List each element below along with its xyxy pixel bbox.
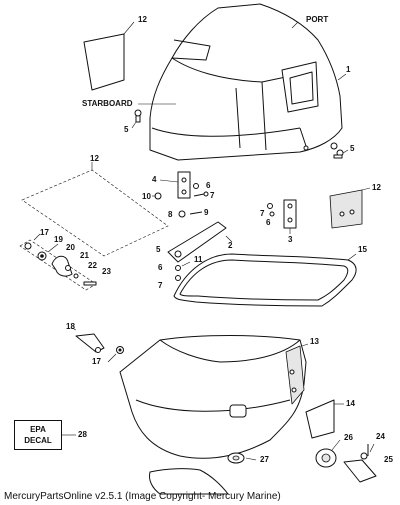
- callout-5-right: 5: [350, 144, 355, 153]
- callout-17-lower: 17: [92, 357, 101, 366]
- callout-26: 26: [344, 433, 353, 442]
- port-label: PORT: [306, 15, 329, 24]
- callout-7-a: 7: [210, 191, 215, 200]
- callout-5-lower: 5: [156, 245, 161, 254]
- bracket-3: [283, 199, 297, 229]
- linkage-parts-left: [19, 239, 97, 291]
- callout-21: 21: [80, 251, 89, 260]
- decal-12-top: [83, 33, 125, 91]
- callout-27: 27: [260, 455, 269, 464]
- callout-6-c: 6: [158, 263, 163, 272]
- callout-19: 19: [54, 235, 63, 244]
- bracket-4: [177, 171, 191, 199]
- callout-20: 20: [66, 243, 75, 252]
- callout-28: 28: [78, 430, 87, 439]
- callout-13: 13: [310, 337, 319, 346]
- gasket-bottom: [149, 468, 229, 495]
- callout-18: 18: [66, 322, 75, 331]
- callout-1: 1: [346, 65, 351, 74]
- callout-12-mid: 12: [90, 154, 99, 163]
- top-cowl: [149, 3, 343, 161]
- fuel-fitting-25: [343, 444, 377, 483]
- callout-12-top: 12: [138, 15, 147, 24]
- part-17-lower: [116, 346, 124, 354]
- decal-12-dashed: [21, 169, 169, 257]
- callout-9: 9: [204, 208, 209, 217]
- callout-14: 14: [346, 399, 355, 408]
- decal-12-right: [329, 189, 363, 229]
- callout-10: 10: [142, 192, 151, 201]
- callout-7-c: 7: [158, 281, 163, 290]
- screw-5-left: [134, 109, 142, 123]
- callout-3: 3: [288, 235, 293, 244]
- grommet-26: [315, 448, 337, 468]
- part-18: [75, 333, 105, 353]
- callout-17-upper: 17: [40, 228, 49, 237]
- latch-lever-2: [167, 210, 227, 263]
- epa-decal-box: EPA DECAL: [14, 420, 62, 450]
- callout-6-b: 6: [266, 218, 271, 227]
- callout-15: 15: [358, 245, 367, 254]
- bottom-cowl: [119, 335, 307, 459]
- callout-7-b: 7: [260, 209, 265, 218]
- callout-12-right: 12: [372, 183, 381, 192]
- callout-5-left: 5: [124, 125, 129, 134]
- starboard-label: STARBOARD: [82, 99, 133, 108]
- callout-11: 11: [194, 255, 203, 264]
- callout-23: 23: [102, 267, 111, 276]
- callout-4: 4: [152, 175, 157, 184]
- epa-line2: DECAL: [24, 436, 52, 445]
- plug-27: [227, 452, 245, 464]
- callout-6-a: 6: [206, 181, 211, 190]
- screw-5-right: [333, 149, 344, 159]
- callout-24: 24: [376, 432, 385, 441]
- epa-line1: EPA: [30, 425, 46, 434]
- seal-15: [173, 253, 357, 307]
- copyright-caption: MercuryPartsOnline v2.5.1 (Image Copyrig…: [4, 491, 281, 502]
- decal-14: [305, 399, 335, 439]
- callout-8: 8: [168, 210, 173, 219]
- callout-25: 25: [384, 455, 393, 464]
- callout-22: 22: [88, 261, 97, 270]
- callout-2: 2: [228, 241, 233, 250]
